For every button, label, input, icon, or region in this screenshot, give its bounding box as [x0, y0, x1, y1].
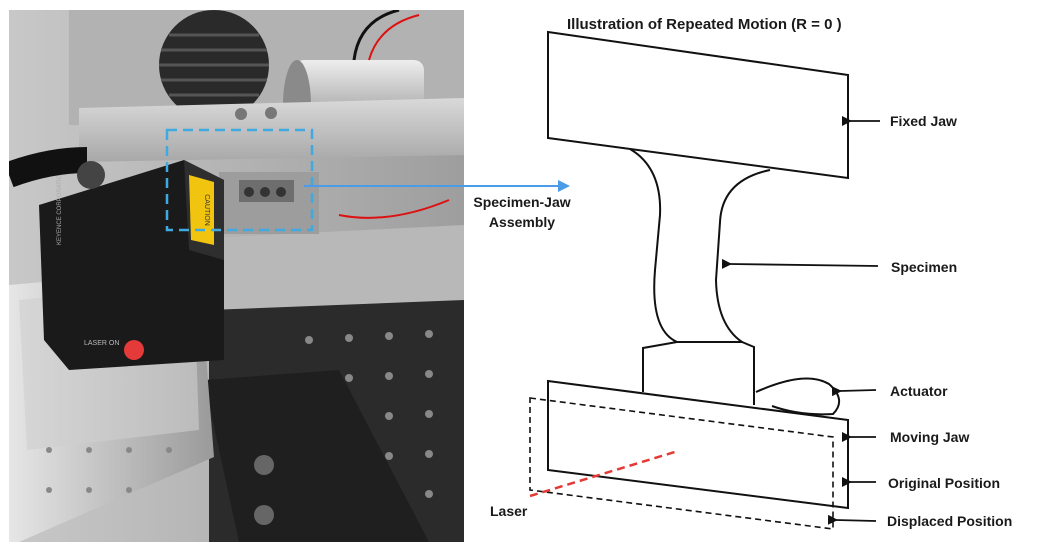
actuator-arrow	[831, 386, 877, 397]
specimen-jaw-label-line1: Specimen-Jaw	[473, 194, 571, 210]
caution-label	[189, 175, 214, 245]
figure-title: Illustration of Repeated Motion (R = 0 )	[567, 16, 842, 33]
jaw-screw	[276, 187, 286, 197]
apparatus-photo-illustration: CAUTION KEYENCE CORPORATION LASER ON	[9, 10, 464, 542]
jaw-screw	[260, 187, 270, 197]
laser-on-indicator	[124, 340, 144, 360]
original-position-label: Original Position	[888, 475, 1001, 491]
jaw-screw	[244, 187, 254, 197]
motor-cable-black	[352, 10, 400, 61]
bracket-screw	[254, 455, 274, 475]
caution-label-text: CAUTION	[203, 194, 210, 226]
motor-cable-red	[368, 14, 420, 61]
moving-jaw-label: Moving Jaw	[890, 429, 970, 445]
fixed-jaw	[547, 30, 849, 180]
specimen-grip-right	[741, 341, 755, 405]
sensor-cable	[9, 147, 88, 188]
actuator-label: Actuator	[890, 383, 948, 399]
sensor-brand-text: KEYENCE CORPORATION	[57, 170, 63, 245]
specimen-jaw-label-line2: Assembly	[488, 214, 556, 230]
block-holes	[46, 447, 172, 493]
laser-sensor	[39, 160, 224, 370]
mount-bracket	[204, 370, 429, 542]
laser-on-text: LASER ON	[84, 340, 119, 347]
fixed-jaw-label: Fixed Jaw	[890, 113, 957, 129]
laser-beam	[529, 449, 679, 498]
specimen-arrow	[721, 258, 879, 269]
displaced-position-outline	[529, 397, 834, 530]
laser-label: Laser	[490, 503, 528, 519]
specimen	[629, 148, 771, 343]
cable-connector	[77, 161, 105, 189]
red-wire	[338, 199, 450, 219]
specimen-grip-left	[642, 341, 678, 392]
shelf-hole	[235, 108, 247, 120]
mid-stage	[169, 225, 464, 320]
apparatus-photo: CAUTION KEYENCE CORPORATION LASER ON	[9, 10, 464, 542]
shelf-hole	[265, 107, 277, 119]
bracket-screw	[254, 505, 274, 525]
displaced-position-arrow	[827, 514, 877, 525]
specimen-jaw-callout-box	[165, 128, 314, 232]
moving-jaw	[547, 379, 849, 510]
displaced-position-label: Displaced Position	[887, 513, 1013, 529]
fan-grille	[159, 33, 269, 97]
specimen-jaw-assembly-label: Specimen-Jaw Assembly	[462, 192, 582, 232]
specimen-label: Specimen	[891, 259, 958, 275]
